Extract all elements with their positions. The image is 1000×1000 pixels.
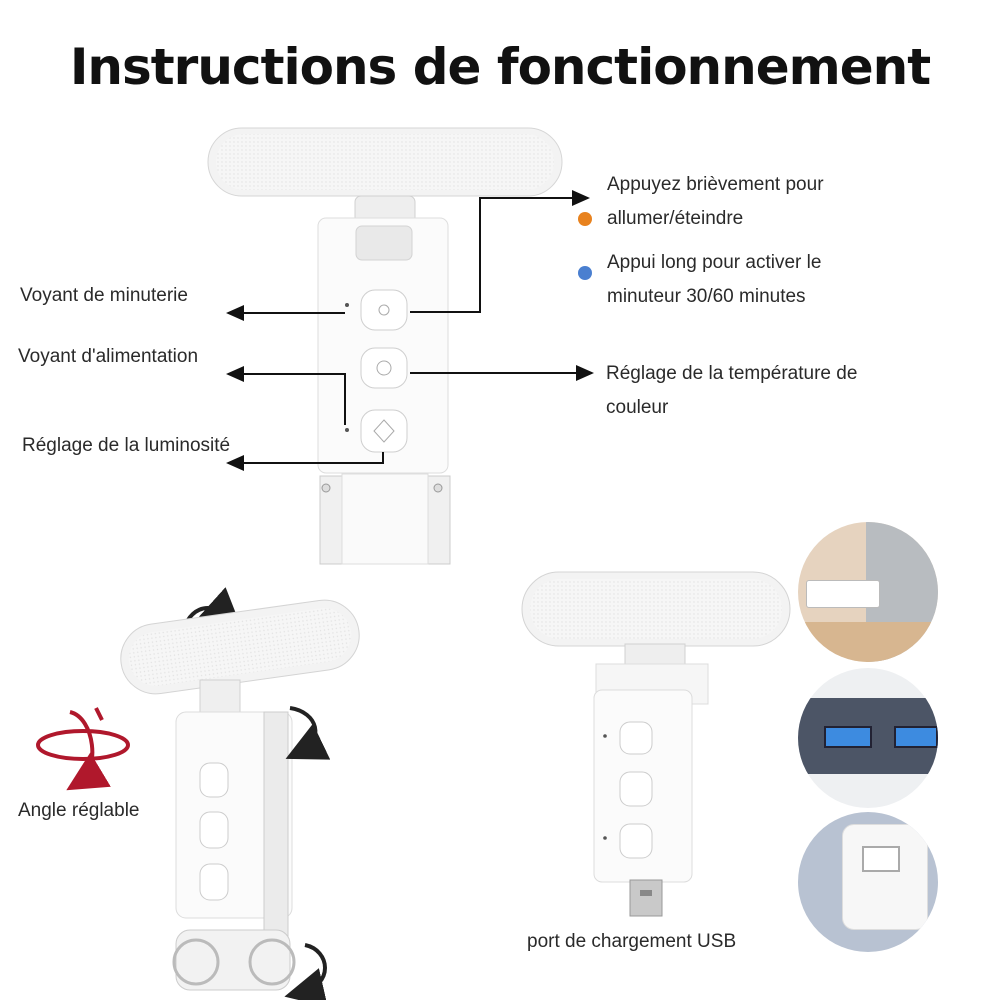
top-lamp <box>207 127 563 565</box>
angle-label: Angle réglable <box>18 800 140 821</box>
short-press-label-1: Appuyez brièvement pour <box>607 174 824 195</box>
desk-mount-photo <box>798 522 938 662</box>
up-down-icon <box>360 409 408 453</box>
short-press-label-2: allumer/éteindre <box>607 208 744 229</box>
refresh-icon <box>360 347 408 389</box>
power-light-label: Voyant d'alimentation <box>18 346 199 367</box>
usb-lamp <box>521 571 791 917</box>
usb-plug-icon <box>629 879 663 917</box>
sun-icon <box>360 289 408 331</box>
wall-charger-photo <box>798 812 938 952</box>
blue-dot <box>578 266 592 280</box>
page-title: Instructions de fonctionnement <box>69 38 931 96</box>
long-press-label-2: minuteur 30/60 minutes <box>607 286 806 307</box>
color-temp-label-2: couleur <box>606 397 669 418</box>
angle-icon <box>36 707 130 791</box>
brightness-label: Réglage de la luminosité <box>22 435 231 456</box>
color-temp-label-1: Réglage de la température de <box>606 363 858 384</box>
timer-light-label: Voyant de minuterie <box>20 285 188 306</box>
power-bank-photo <box>798 668 938 808</box>
orange-dot <box>578 212 592 226</box>
rotated-lamp <box>120 587 360 1000</box>
usb-port-label: port de chargement USB <box>527 931 737 952</box>
long-press-label-1: Appui long pour activer le <box>607 252 822 273</box>
